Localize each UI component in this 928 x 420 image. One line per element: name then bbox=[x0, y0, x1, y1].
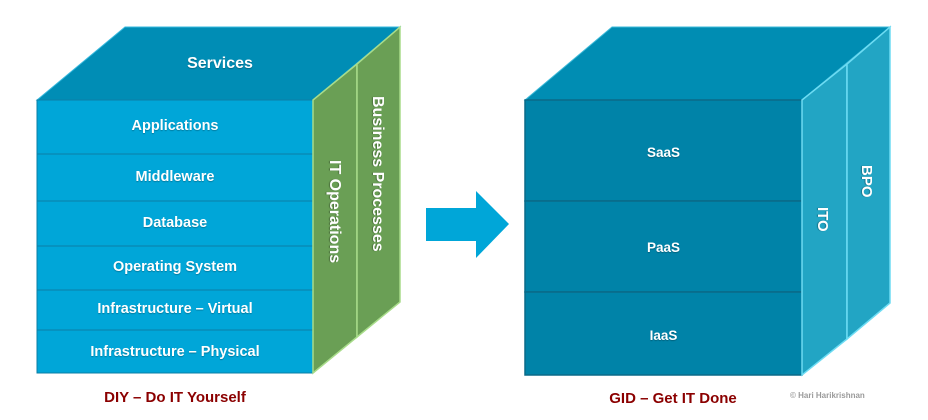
left-caption: DIY – Do IT Yourself bbox=[104, 389, 246, 406]
layer-label: Applications bbox=[131, 118, 219, 134]
side-panel-label: Business Processes bbox=[369, 96, 386, 252]
arrow-right-icon bbox=[426, 191, 509, 258]
left-cube-layers bbox=[36, 99, 314, 374]
layer-paas bbox=[524, 200, 803, 293]
side-panel-label: IT Operations bbox=[326, 160, 343, 264]
layer-label: SaaS bbox=[646, 145, 681, 160]
layer-label: Infrastructure – Physical bbox=[90, 344, 260, 360]
layer-infrastructure-physical bbox=[36, 329, 314, 374]
layer-label: Infrastructure – Virtual bbox=[97, 301, 253, 317]
services-label: Services bbox=[187, 55, 253, 72]
layer-label: PaaS bbox=[646, 240, 681, 255]
right-cube bbox=[523, 25, 892, 377]
side-panel-bpo bbox=[846, 25, 891, 341]
left-cube bbox=[35, 25, 402, 375]
layer-operating-system bbox=[36, 245, 314, 291]
layer-label: Database bbox=[142, 215, 208, 231]
layer-database bbox=[36, 200, 314, 247]
layer-iaas bbox=[524, 291, 803, 376]
layer-infrastructure-virtual bbox=[36, 289, 314, 331]
right-caption: GID – Get IT Done bbox=[609, 390, 737, 407]
copyright-credit: © Hari Harikrishnan bbox=[790, 391, 865, 400]
layer-saas bbox=[524, 99, 803, 202]
layer-applications bbox=[36, 99, 314, 155]
side-panel-business-processes bbox=[356, 25, 401, 339]
layer-label: IaaS bbox=[649, 328, 678, 343]
side-panel-label: ITO bbox=[814, 207, 831, 232]
side-panel-label: BPO bbox=[858, 165, 875, 198]
layer-label: Operating System bbox=[112, 259, 238, 275]
layer-label: Middleware bbox=[135, 169, 215, 185]
